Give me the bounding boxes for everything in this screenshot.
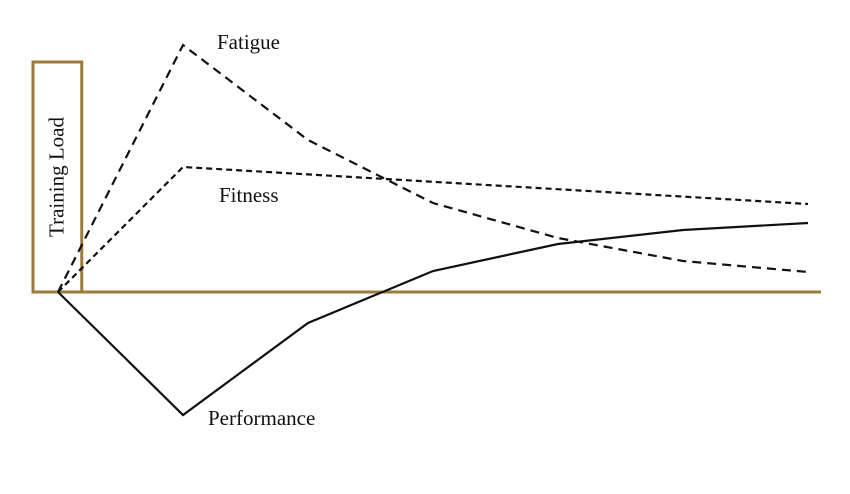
fitness-label: Fitness — [219, 183, 279, 207]
performance-label: Performance — [208, 406, 316, 430]
performance-line — [57, 221, 809, 417]
training-load-label: Training Load — [44, 117, 69, 237]
fatigue-line — [57, 43, 809, 293]
fitness-line — [57, 165, 809, 293]
fatigue-label: Fatigue — [217, 30, 280, 54]
